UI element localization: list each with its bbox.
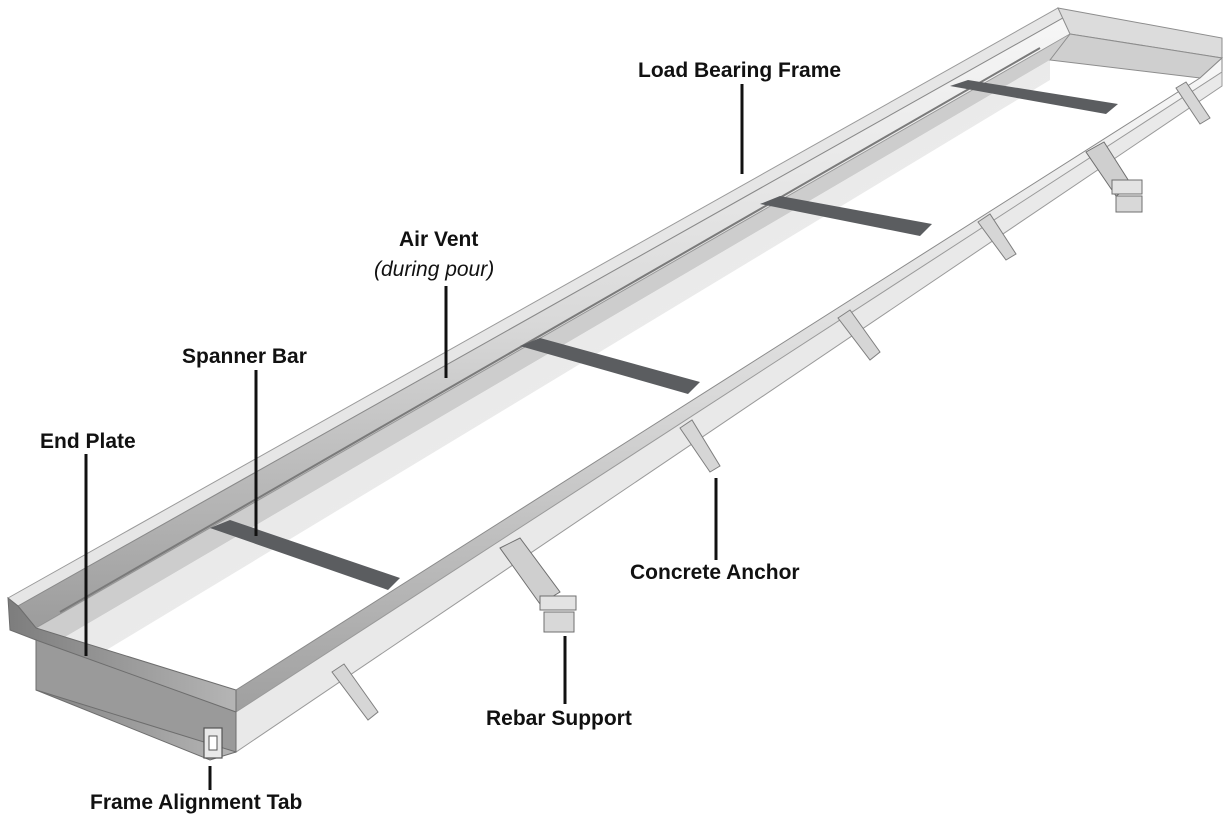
load-bearing-frame — [7, 7, 1072, 660]
rebar-supports — [499, 141, 1143, 633]
label-frame-alignment-tab: Frame Alignment Tab — [90, 791, 303, 814]
spanner-bar-4 — [950, 80, 1118, 114]
label-air-vent-note: (during pour) — [374, 258, 495, 281]
spanner-bars — [210, 80, 1118, 590]
label-spanner-bar: Spanner Bar — [182, 345, 307, 368]
frame-alignment-tab — [203, 727, 223, 759]
label-end-plate: End Plate — [40, 430, 136, 453]
end-plate — [7, 596, 237, 761]
label-concrete-anchor: Concrete Anchor — [630, 561, 800, 584]
concrete-anchors — [331, 81, 1211, 721]
label-load-bearing-frame: Load Bearing Frame — [638, 59, 842, 82]
spanner-bar-3 — [760, 196, 932, 236]
label-rebar-support: Rebar Support — [486, 707, 632, 730]
far-end-box — [1049, 7, 1224, 79]
leader-lines — [84, 84, 744, 790]
label-air-vent: Air Vent — [399, 228, 479, 251]
spanner-bar-2 — [520, 338, 700, 394]
spanner-bar-1 — [210, 520, 400, 590]
